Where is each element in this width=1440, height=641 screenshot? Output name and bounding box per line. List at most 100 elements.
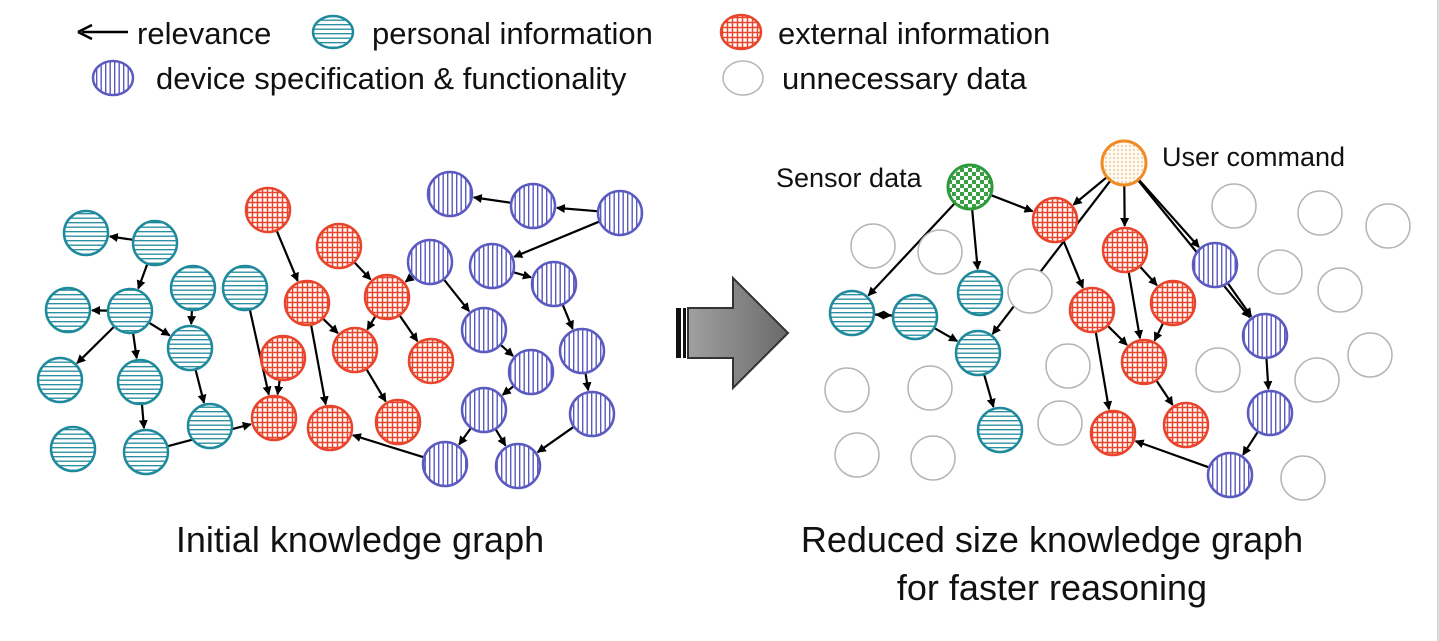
device-spec-node xyxy=(509,182,557,230)
relevance-edge xyxy=(513,270,532,280)
external-info-node xyxy=(283,279,331,327)
relevance-edge xyxy=(274,380,284,396)
relevance-edge xyxy=(136,264,149,290)
relevance-edge xyxy=(1155,380,1174,406)
relevance-edge xyxy=(322,318,339,334)
external-info-node xyxy=(1089,409,1137,457)
device-spec-node xyxy=(421,440,469,488)
external-info-node xyxy=(244,186,292,234)
external-info-node xyxy=(259,334,307,382)
external-info-node xyxy=(1101,226,1149,274)
personal-info-node xyxy=(131,219,179,267)
personal-info-node xyxy=(62,209,110,257)
legend-device: device specification & functionality xyxy=(156,61,627,96)
personal-info-swatch-icon xyxy=(311,14,355,50)
external-info-node xyxy=(363,273,411,321)
left-graph-edges xyxy=(76,194,600,459)
personal-info-node xyxy=(122,428,170,476)
unnecessary-data-node xyxy=(1317,267,1363,313)
relevance-edge xyxy=(1138,179,1200,248)
external-info-node xyxy=(331,326,379,374)
relevance-edge xyxy=(983,374,996,408)
relevance-edge xyxy=(1062,240,1085,289)
relevance-edge xyxy=(1134,439,1209,469)
relevance-edge xyxy=(494,429,507,447)
device-spec-node xyxy=(1206,451,1254,499)
relevance-arrow-icon xyxy=(77,23,128,41)
personal-info-node xyxy=(36,356,84,404)
unnecessary-data-node xyxy=(1280,455,1326,501)
relevance-edge xyxy=(934,327,959,343)
unnecessary-data-node xyxy=(1347,332,1393,378)
relevance-edge xyxy=(194,370,207,404)
left-caption: Initial knowledge graph xyxy=(176,519,544,560)
unnecessary-data-node xyxy=(1257,249,1303,295)
user-command-label: User command xyxy=(1162,142,1345,172)
personal-info-node xyxy=(828,289,876,337)
relevance-edge xyxy=(555,204,598,214)
external-info-node xyxy=(1068,286,1116,334)
relevance-edge xyxy=(1153,323,1164,342)
right-graph-edges xyxy=(867,176,1273,469)
unnecessary-data-node xyxy=(1195,347,1241,393)
unnecessary-data-node xyxy=(907,365,953,411)
unnecessary-data-node xyxy=(1037,400,1083,446)
relevance-edge xyxy=(867,203,956,297)
legend-personal: personal information xyxy=(372,16,653,51)
relevance-edge xyxy=(353,261,372,281)
personal-info-node xyxy=(976,406,1024,454)
relevance-edge xyxy=(108,233,133,243)
unnecessary-data-swatch-icon xyxy=(722,60,764,96)
external-info-node xyxy=(374,398,422,446)
device-spec-node xyxy=(568,390,616,438)
unnecessary-data-node xyxy=(824,367,870,413)
device-spec-node xyxy=(1241,312,1289,360)
relevance-edge xyxy=(1263,358,1273,391)
personal-info-node xyxy=(116,358,164,406)
relevance-edge xyxy=(875,310,893,320)
device-spec-node xyxy=(530,260,578,308)
external-info-node xyxy=(1120,338,1168,386)
device-spec-node xyxy=(426,170,474,218)
relevance-edge xyxy=(366,316,377,331)
relevance-edge xyxy=(1139,266,1158,286)
relevance-edge xyxy=(310,325,329,406)
external-info-node xyxy=(407,337,455,385)
relevance-edge xyxy=(131,333,141,360)
relevance-edge xyxy=(971,209,982,271)
legend-unnecessary: unnecessary data xyxy=(782,61,1027,96)
device-spec-node xyxy=(460,306,508,354)
relevance-edge xyxy=(501,385,514,396)
device-spec-node xyxy=(494,442,542,490)
external-info-node xyxy=(1162,401,1210,449)
relevance-edge xyxy=(351,433,424,459)
legend: relevance personal information external … xyxy=(77,13,1050,97)
relevance-edge xyxy=(1137,180,1251,319)
device-spec-node xyxy=(507,348,555,396)
device-spec-node xyxy=(468,242,516,290)
personal-info-node xyxy=(169,264,217,312)
legend-external: external information xyxy=(778,16,1050,51)
relevance-edge xyxy=(536,426,574,454)
relevance-edge xyxy=(248,310,272,396)
left-graph-nodes xyxy=(36,170,644,490)
relevance-edge xyxy=(458,427,472,446)
external-info-swatch-icon xyxy=(719,13,763,51)
personal-info-node xyxy=(44,286,92,334)
relevance-edge xyxy=(365,369,387,403)
relevance-edge xyxy=(500,344,514,357)
relevance-edge xyxy=(1227,283,1253,318)
relevance-edge xyxy=(138,404,148,430)
unnecessary-data-node xyxy=(1007,268,1053,314)
relevance-edge xyxy=(582,373,592,392)
sensor-data-label: Sensor data xyxy=(776,163,923,193)
relevance-edge xyxy=(472,194,511,204)
device-spec-node xyxy=(596,189,644,237)
relevance-edge xyxy=(1127,272,1144,340)
personal-info-node xyxy=(891,293,939,341)
relevance-edge xyxy=(399,315,419,343)
relevance-edge xyxy=(1072,176,1108,206)
personal-info-node xyxy=(166,324,214,372)
unnecessary-data-node xyxy=(1297,190,1343,236)
